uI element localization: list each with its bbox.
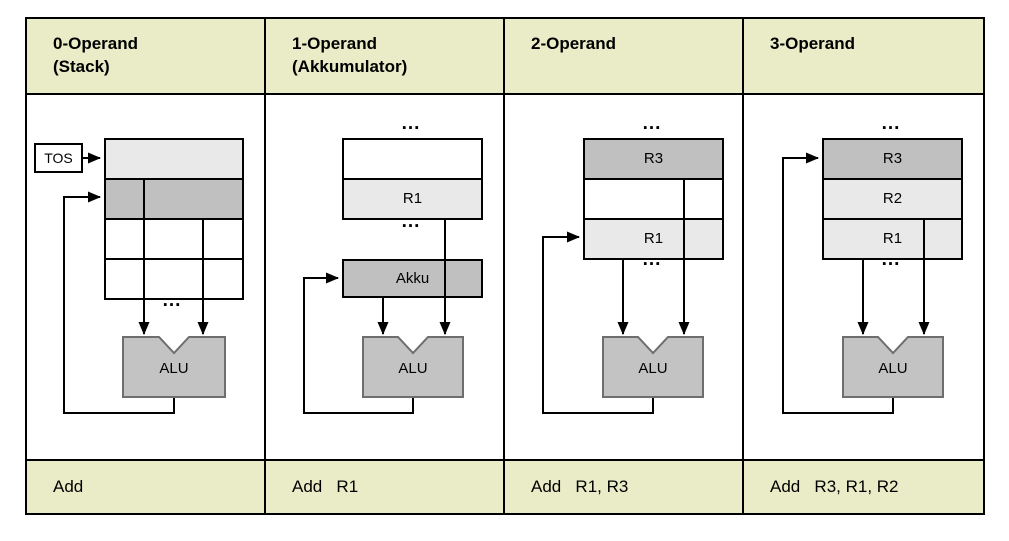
alu-label: ALU (878, 360, 908, 377)
header-line1: 0-Operand (53, 34, 139, 53)
register-cell-r3: R3 (585, 140, 722, 180)
ellipsis: ... (401, 113, 421, 134)
instruction-text: Add R1, R3 (531, 477, 629, 496)
ellipsis: ... (642, 113, 662, 134)
stack-cell-second (106, 180, 242, 220)
header-line1: 2-Operand (531, 34, 617, 53)
ellipsis: ... (881, 249, 901, 270)
stack-cell (106, 220, 242, 260)
register-cell (585, 180, 722, 220)
register-cell-r1: R1 (344, 180, 481, 218)
ellipsis: ... (881, 113, 901, 134)
header-2-operand: 2-Operand (505, 19, 744, 95)
instruction-text: Add R1 (292, 477, 359, 496)
header-line2: (Akkumulator) (292, 57, 408, 76)
header-3-operand: 3-Operand (744, 19, 983, 95)
alu-label: ALU (638, 360, 668, 377)
register-file: R3 R2 R1 (822, 138, 963, 260)
header-line1: 1-Operand (292, 34, 378, 53)
ellipsis: ... (401, 211, 421, 232)
tos-label: TOS (44, 150, 73, 166)
register-cell (344, 140, 481, 180)
instruction-2operand: Add R1, R3 (505, 461, 744, 513)
register-cell-r2: R2 (824, 180, 961, 220)
header-line2: (Stack) (53, 57, 110, 76)
register-file: R1 (342, 138, 483, 220)
instruction-akkumulator: Add R1 (266, 461, 505, 513)
instruction-text: Add R3, R1, R2 (770, 477, 899, 496)
alu-label: ALU (159, 360, 189, 377)
akku-label: Akku (395, 270, 430, 287)
register-cell-r3: R3 (824, 140, 961, 180)
instruction-text: Add (53, 477, 84, 496)
stack-memory (104, 138, 244, 300)
ellipsis: ... (642, 249, 662, 270)
register-file: R3 R1 (583, 138, 724, 260)
instruction-3operand: Add R3, R1, R2 (744, 461, 983, 513)
header-0-operand: 0-Operand (Stack) (27, 19, 266, 95)
akku-box: Akku (342, 259, 483, 298)
header-1-operand: 1-Operand (Akkumulator) (266, 19, 505, 95)
stack-cell-top (106, 140, 242, 180)
header-line1: 3-Operand (770, 34, 856, 53)
alu-label: ALU (398, 360, 428, 377)
tos-box: TOS (34, 143, 83, 173)
ellipsis: ... (162, 290, 182, 311)
instruction-stack: Add (27, 461, 266, 513)
